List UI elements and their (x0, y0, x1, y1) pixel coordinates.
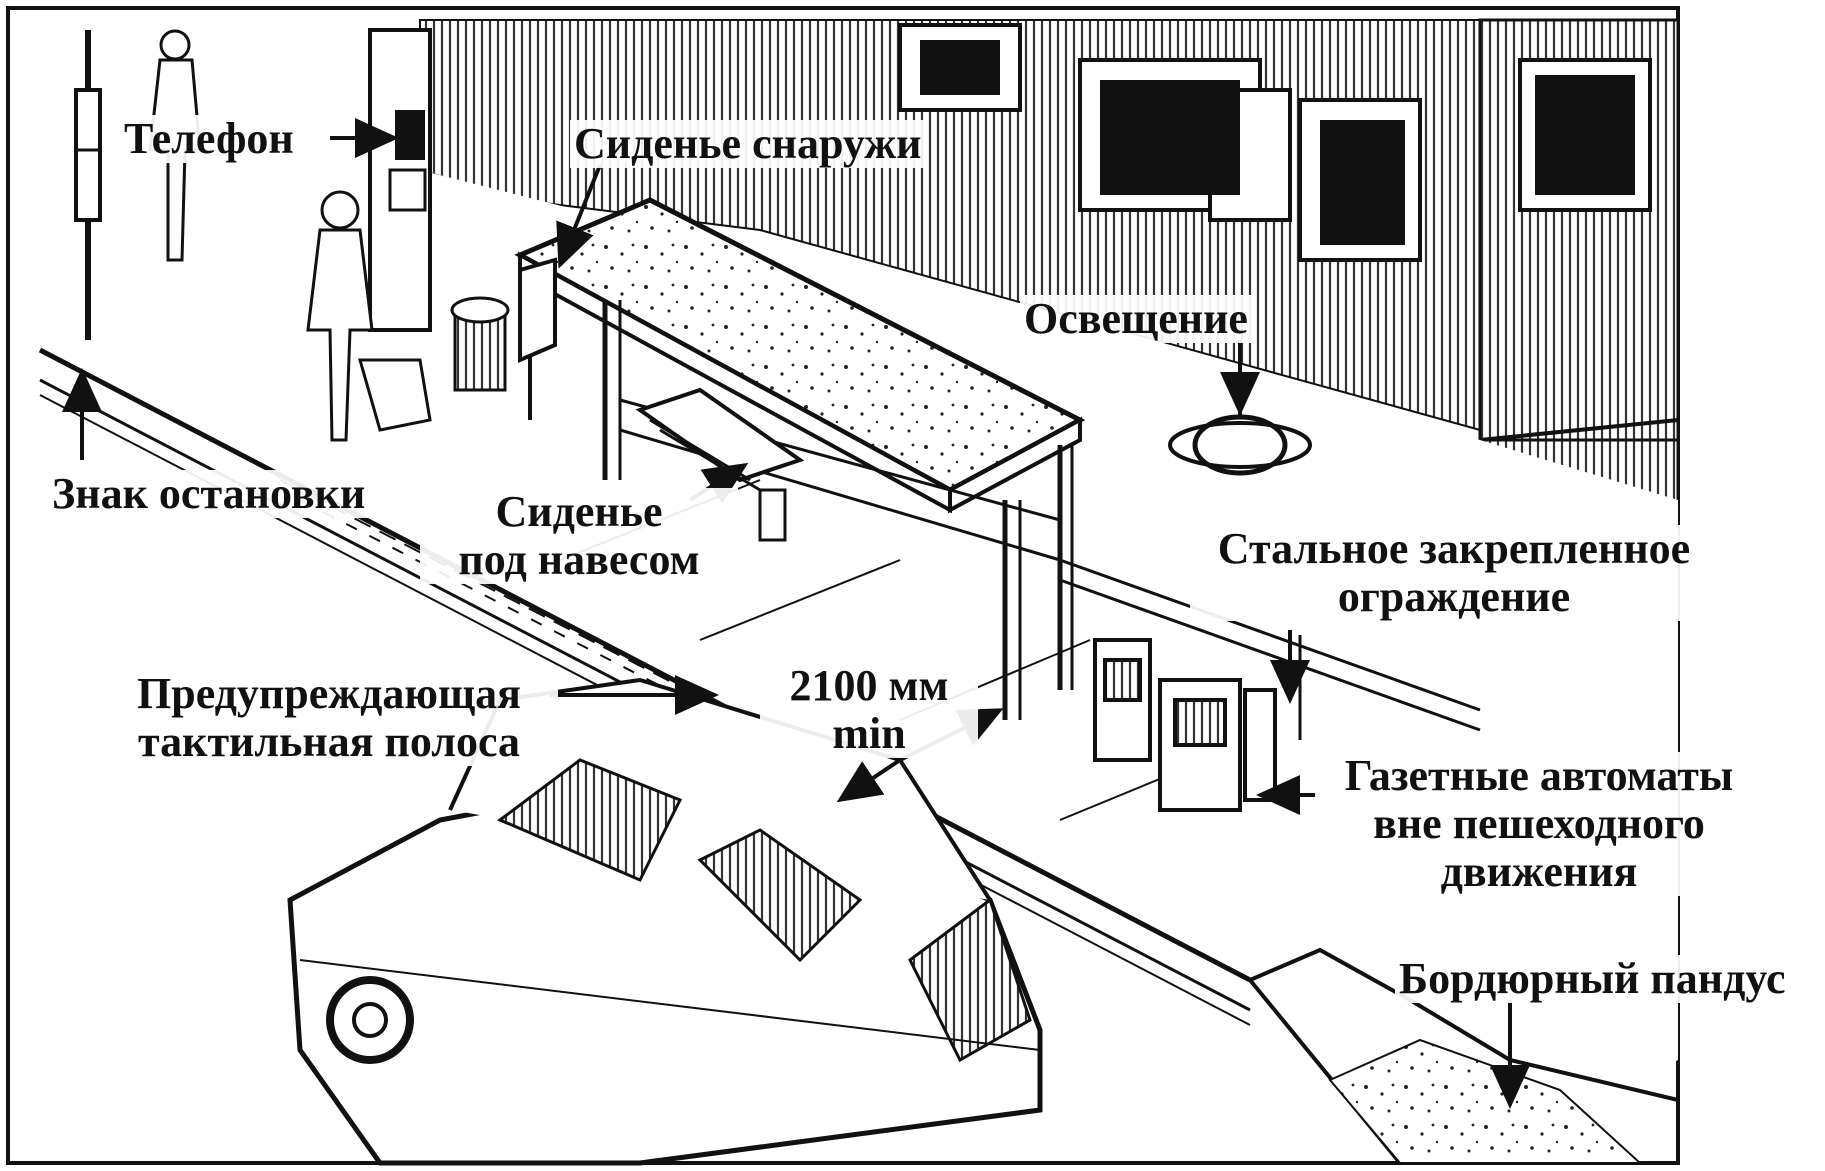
outdoor-seat (450, 257, 557, 392)
shelter-seat-label-line1: Сиденье (495, 487, 663, 536)
newspaper-boxes (1093, 638, 1277, 812)
telephone-unit (368, 28, 432, 332)
outdoor-seat-label: Сиденье снаружи (570, 120, 926, 168)
telephone-label: Телефон (120, 115, 298, 163)
newspaper-label-line2: вне пешеходного (1373, 799, 1705, 848)
window-pane (920, 40, 1405, 245)
luminaire (1168, 400, 1312, 476)
stop-sign-label: Знак остановки (48, 470, 370, 518)
lighting-label: Освещение (1020, 295, 1252, 343)
clearance-label: 2100 мм min (760, 662, 978, 758)
newspaper-label-line3: движения (1440, 847, 1638, 896)
car (287, 677, 1043, 1166)
bus-stop-sign (74, 30, 102, 340)
tactile-strip-label: Предупреждающая тактильная полоса (100, 670, 558, 766)
clearance-label-line2: min (832, 709, 906, 758)
steel-fence-label-line2: ограждение (1337, 572, 1571, 621)
outdoor-seat-arrow (556, 164, 602, 269)
tactile-strip-label-line1: Предупреждающая (137, 669, 521, 718)
curb-ramp (1246, 947, 1680, 1165)
steel-fence-label-line1: Стальное закрепленное (1217, 524, 1691, 573)
clearance-label-line1: 2100 мм (789, 661, 949, 710)
shelter-seat-label: Сиденье под навесом (420, 488, 738, 584)
clearance-arrow-b (836, 758, 902, 803)
shelter-seat-label-line2: под навесом (458, 535, 700, 584)
steel-fence-label: Стальное закрепленное ограждение (1190, 525, 1718, 621)
curb-ramp-label: Бордюрный пандус (1395, 955, 1790, 1003)
tactile-strip-label-line2: тактильная полоса (137, 717, 521, 766)
shelter-bench (635, 387, 805, 542)
newspaper-label: Газетные автоматы вне пешеходного движен… (1315, 752, 1763, 896)
bus-shelter (514, 197, 1086, 720)
newspaper-label-line1: Газетные автоматы (1344, 751, 1734, 800)
